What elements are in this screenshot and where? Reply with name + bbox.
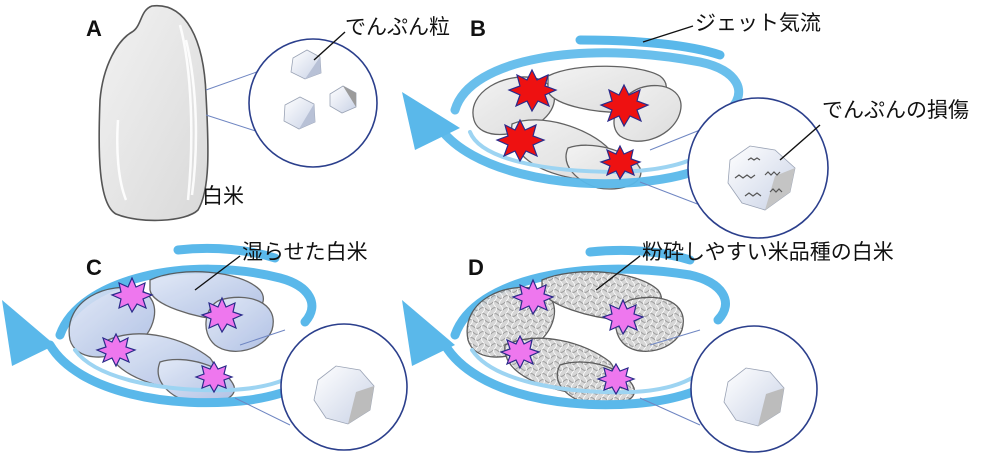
airflow-arrowhead (402, 300, 455, 366)
rice-grain (98, 5, 209, 222)
starch-granule (283, 96, 316, 130)
panel-d: D 粉砕しやすい米品種の白米 (402, 240, 894, 453)
impact-burst (194, 360, 234, 394)
zoom-line (649, 129, 701, 151)
panel-a: A でんぷん粒 白米 (86, 5, 450, 222)
wet-leader-line (194, 255, 241, 291)
panel-a-letter: A (86, 16, 102, 41)
impact-burst (596, 362, 636, 396)
brittle-rice-label: 粉砕しやすい米品種の白米 (642, 240, 894, 264)
starch-granule (290, 49, 322, 80)
starch-granule (313, 365, 375, 425)
impact-burst (507, 68, 558, 113)
panel-d-letter: D (468, 255, 484, 280)
impact-burst (599, 144, 642, 181)
zoom-circle (248, 38, 378, 168)
jet-airflow-label: ジェット気流 (695, 11, 821, 35)
starch-granule-label: でんぷん粒 (345, 15, 450, 39)
rice-grain-highlights (116, 24, 198, 201)
impact-burst (601, 298, 645, 336)
starch-granule (329, 85, 357, 114)
starch-leader-line (313, 31, 346, 61)
white-rice-label: 白米 (202, 184, 244, 208)
damage-leader-line (779, 124, 821, 161)
airflow-arrowhead (2, 300, 55, 366)
airflow-arrowhead (402, 92, 460, 150)
panel-b: B (402, 11, 969, 239)
zoom-line (639, 397, 701, 426)
panel-b-letter: B (470, 16, 486, 41)
panel-c: C 湿らせた白米 (2, 240, 408, 451)
zoom-line (649, 329, 701, 346)
starch-damage-label: でんぷんの損傷 (822, 98, 969, 122)
impact-burst (95, 332, 137, 368)
jet-leader-line (642, 25, 694, 43)
airflow-arrow-top (173, 243, 280, 263)
impact-burst (599, 83, 650, 128)
impact-bursts-pink (499, 278, 645, 396)
impact-burst (495, 118, 546, 163)
damaged-starch-granule (727, 145, 796, 211)
brittle-leader-line (595, 255, 641, 291)
airflow-arrow-back (450, 48, 744, 115)
zoom-line (639, 181, 701, 206)
wet-rice-label: 湿らせた白米 (242, 240, 368, 264)
impact-burst (110, 276, 154, 314)
starch-granule (723, 367, 785, 427)
zoom-line (234, 397, 291, 426)
airflow-arrow-top (575, 35, 725, 60)
impact-bursts-pink (95, 276, 244, 394)
zoom-line (239, 329, 286, 346)
impact-burst (499, 334, 541, 370)
impact-burst (200, 296, 244, 334)
airflow-arrow-top (585, 245, 695, 265)
impact-bursts-red (495, 68, 650, 181)
panel-c-letter: C (86, 255, 102, 280)
impact-burst (511, 278, 555, 316)
